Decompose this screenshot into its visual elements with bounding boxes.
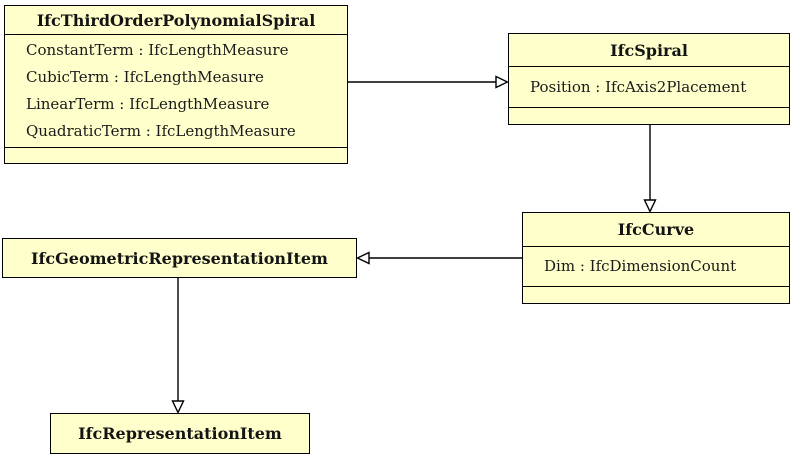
hollow-triangle-arrowhead — [355, 251, 370, 265]
class-box-ifc-curve[interactable]: IfcCurve Dim : IfcDimensionCount — [522, 212, 790, 304]
attribute-line: Position : IfcAxis2Placement — [530, 77, 747, 96]
class-title: IfcGeometricRepresentationItem — [31, 248, 328, 268]
class-title: IfcRepresentationItem — [78, 424, 282, 443]
hollow-triangle-arrowhead — [643, 199, 657, 214]
generalization-arrow-polynomialspiral-to-spiral — [348, 75, 510, 89]
attribute-line: LinearTerm : IfcLengthMeasure — [26, 95, 270, 113]
class-attributes: Dim : IfcDimensionCount — [523, 247, 789, 287]
class-title: IfcCurve — [523, 213, 789, 247]
generalization-arrow-geometricrepresentationitem-to-representationitem — [171, 278, 185, 415]
generalization-arrow-curve-to-geometricrepresentationitem — [355, 251, 522, 265]
generalization-arrow-spiral-to-curve — [643, 125, 657, 214]
class-box-ifc-third-order-polynomial-spiral[interactable]: IfcThirdOrderPolynomialSpiral ConstantTe… — [4, 5, 348, 164]
class-box-ifc-spiral[interactable]: IfcSpiral Position : IfcAxis2Placement — [508, 33, 790, 125]
class-box-ifc-representation-item[interactable]: IfcRepresentationItem — [50, 413, 310, 454]
class-title: IfcThirdOrderPolynomialSpiral — [5, 6, 347, 35]
attribute-line: Dim : IfcDimensionCount — [544, 257, 737, 275]
class-title: IfcSpiral — [509, 34, 789, 67]
class-box-ifc-geometric-representation-item[interactable]: IfcGeometricRepresentationItem — [2, 238, 357, 278]
class-operations-compartment-empty — [509, 108, 789, 124]
class-attributes: Position : IfcAxis2Placement — [509, 67, 789, 108]
hollow-triangle-arrowhead — [495, 75, 510, 89]
class-operations-compartment-empty — [5, 148, 347, 167]
attribute-line: CubicTerm : IfcLengthMeasure — [26, 68, 264, 86]
attribute-line: ConstantTerm : IfcLengthMeasure — [26, 41, 289, 59]
attribute-line: QuadraticTerm : IfcLengthMeasure — [26, 122, 296, 140]
hollow-triangle-arrowhead — [171, 400, 185, 415]
class-operations-compartment-empty — [523, 287, 789, 303]
